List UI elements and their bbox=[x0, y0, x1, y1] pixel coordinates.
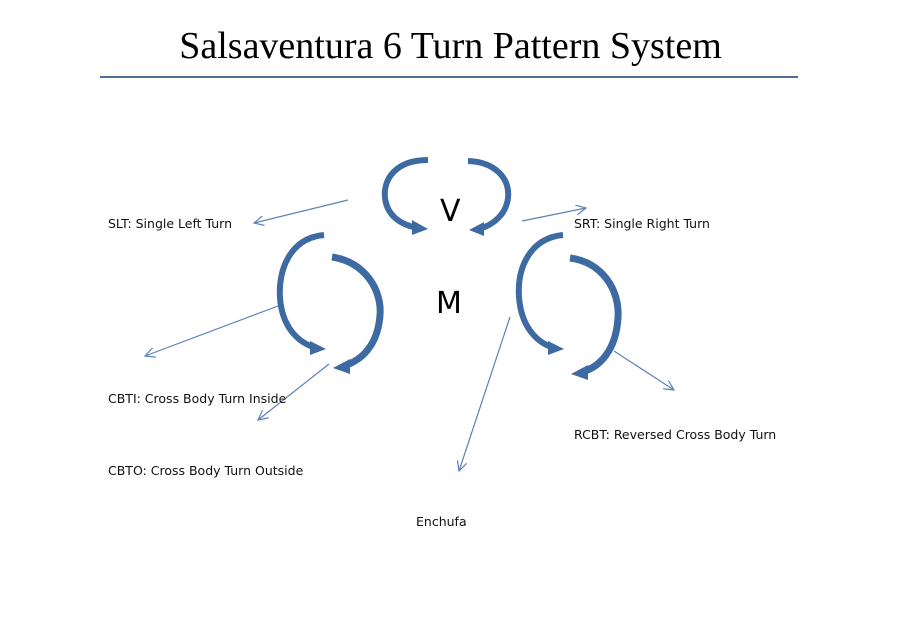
title-underline bbox=[100, 76, 798, 78]
label-enchufa: Enchufa bbox=[416, 514, 467, 529]
label-cbti: CBTI: Cross Body Turn Inside bbox=[108, 391, 287, 406]
pointer-rcbt bbox=[613, 350, 674, 390]
position-v-label: V bbox=[440, 194, 461, 229]
pointer-cbto bbox=[145, 305, 279, 356]
pointer-srt bbox=[521, 208, 586, 222]
label-srt: SRT: Single Right Turn bbox=[574, 216, 710, 231]
pointer-enchufa bbox=[459, 316, 511, 471]
curved-arrow-left-outer bbox=[276, 232, 326, 355]
page-title: Salsaventura 6 Turn Pattern System bbox=[179, 25, 722, 67]
curved-arrow-right-outer bbox=[515, 232, 564, 355]
curved-arrow-left-inner bbox=[331, 253, 384, 374]
label-slt: SLT: Single Left Turn bbox=[108, 216, 233, 231]
pointer-slt bbox=[254, 199, 349, 223]
pointer-cbti bbox=[258, 363, 330, 420]
curved-arrow-right-inner bbox=[569, 254, 622, 380]
position-m-label: M bbox=[436, 286, 462, 321]
curved-arrow-top-right bbox=[467, 158, 512, 236]
label-rcbt: RCBT: Reversed Cross Body Turn bbox=[574, 427, 777, 442]
curved-arrow-top-left bbox=[381, 157, 429, 235]
label-cbto: CBTO: Cross Body Turn Outside bbox=[108, 463, 304, 478]
